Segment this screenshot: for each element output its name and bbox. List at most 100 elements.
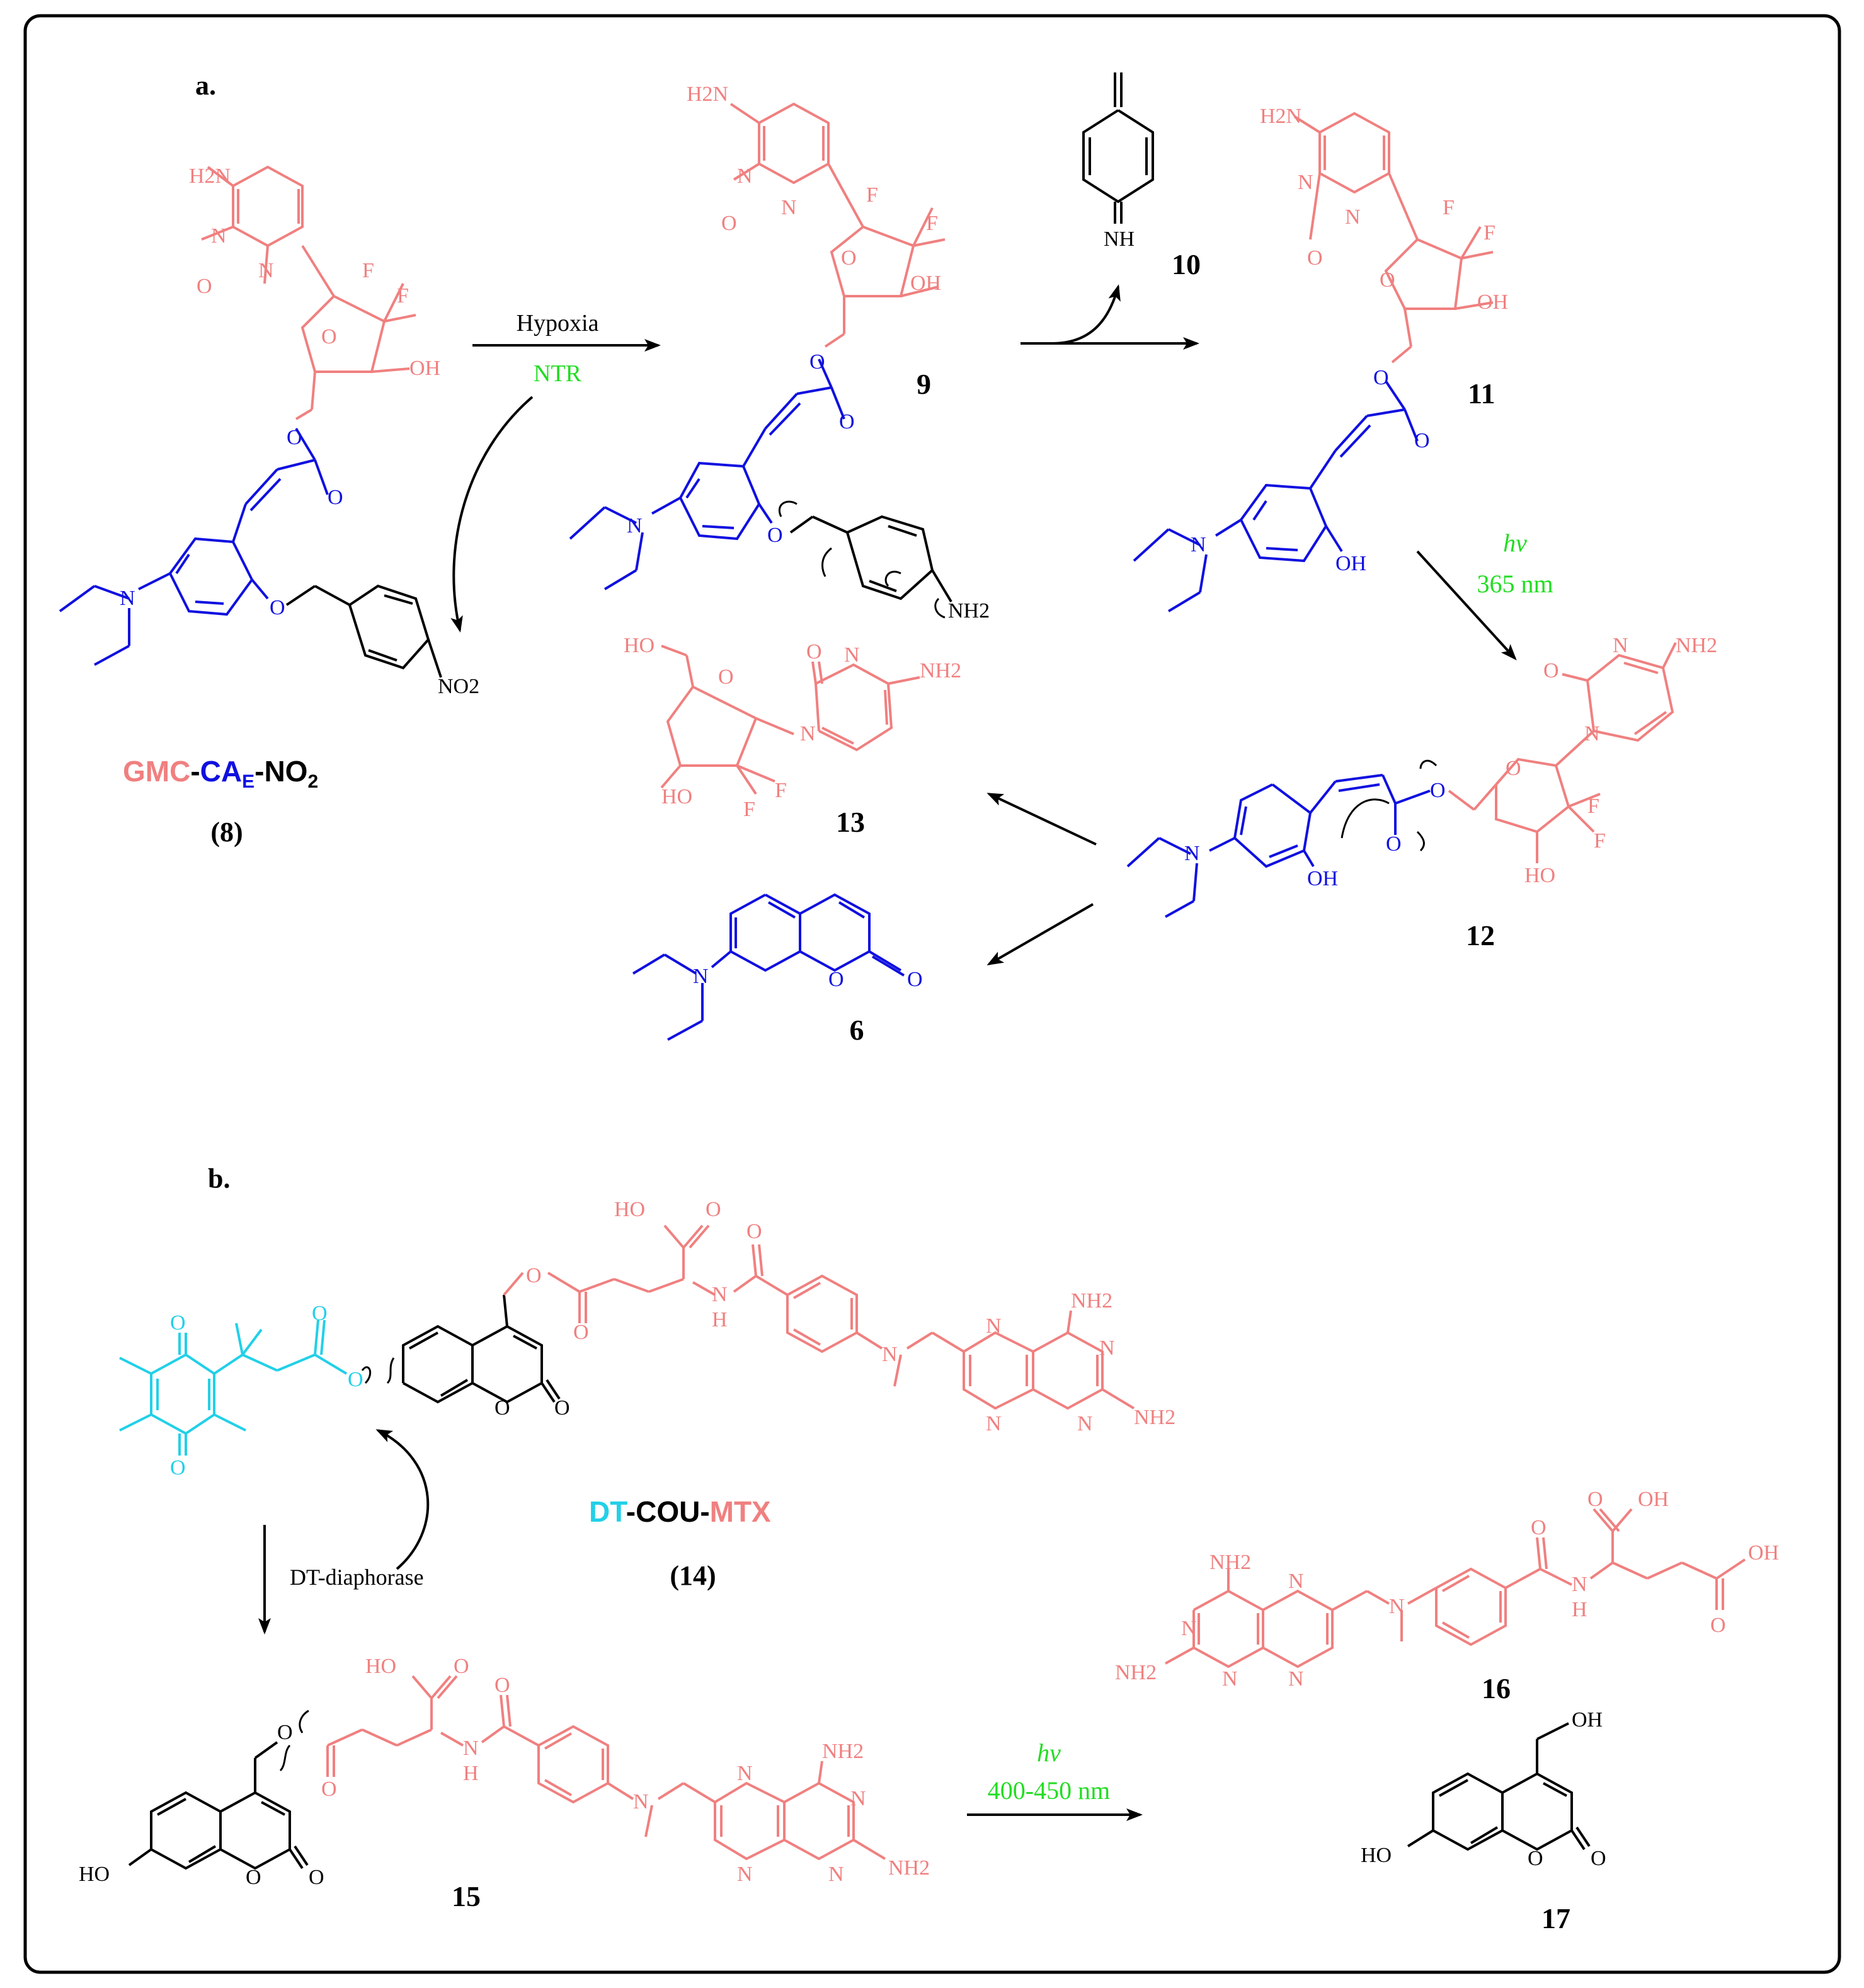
svg-text:N: N bbox=[1345, 205, 1361, 229]
svg-text:N: N bbox=[1191, 533, 1206, 556]
svg-text:O: O bbox=[1710, 1614, 1726, 1637]
svg-text:N: N bbox=[1389, 1595, 1405, 1618]
compound-14-structure bbox=[119, 1224, 1135, 1456]
svg-text:O: O bbox=[809, 350, 825, 374]
svg-text:H2N: H2N bbox=[189, 164, 231, 188]
svg-text:N: N bbox=[1298, 171, 1313, 194]
svg-text:NH2: NH2 bbox=[822, 1740, 864, 1763]
svg-text:HO: HO bbox=[624, 634, 655, 657]
svg-text:NH2: NH2 bbox=[1134, 1406, 1175, 1429]
svg-text:N: N bbox=[1613, 634, 1628, 657]
compound-12-number: 12 bbox=[1466, 919, 1495, 951]
svg-text:O: O bbox=[746, 1220, 762, 1243]
svg-text:HO: HO bbox=[1524, 864, 1555, 887]
compound-17-atom-labels: OH O O HO bbox=[1361, 1708, 1606, 1870]
dt-diaphorase-label: DT-diaphorase bbox=[290, 1565, 424, 1590]
svg-text:O: O bbox=[454, 1655, 469, 1678]
svg-text:O: O bbox=[1430, 779, 1446, 802]
svg-text:N: N bbox=[712, 1283, 728, 1306]
svg-text:N: N bbox=[120, 587, 135, 610]
compound-9-number: 9 bbox=[917, 368, 931, 400]
svg-text:N: N bbox=[737, 1863, 753, 1886]
svg-text:N: N bbox=[627, 514, 643, 537]
svg-text:O: O bbox=[841, 246, 857, 270]
svg-text:F: F bbox=[397, 284, 409, 307]
light-365-hv: hv bbox=[1503, 529, 1527, 557]
compound-8-atom-labels: H2N N O N F F O OH O O N O NO2 bbox=[120, 164, 479, 698]
svg-text:F: F bbox=[926, 212, 938, 235]
svg-text:F: F bbox=[743, 798, 755, 821]
compound-11-structure bbox=[1133, 112, 1494, 612]
svg-text:NH2: NH2 bbox=[948, 599, 990, 623]
light-365-wavelength: 365 nm bbox=[1477, 570, 1553, 598]
svg-text:O: O bbox=[907, 968, 923, 991]
svg-text:OH: OH bbox=[1477, 290, 1508, 314]
compound-16-number: 16 bbox=[1482, 1672, 1511, 1704]
svg-text:OH: OH bbox=[1307, 867, 1338, 890]
svg-text:O: O bbox=[554, 1396, 570, 1420]
light-365-arrow bbox=[1416, 550, 1517, 660]
compound-8-name: GMC-CAE-NO2 bbox=[123, 755, 318, 792]
svg-text:N: N bbox=[1184, 842, 1200, 865]
svg-text:HO: HO bbox=[661, 785, 692, 808]
compound-8-number: (8) bbox=[210, 817, 243, 847]
svg-text:O: O bbox=[321, 1778, 337, 1801]
svg-text:O: O bbox=[1528, 1847, 1543, 1870]
svg-text:O: O bbox=[170, 1456, 186, 1480]
svg-text:N: N bbox=[1572, 1573, 1587, 1596]
svg-text:OH: OH bbox=[1748, 1541, 1779, 1565]
svg-text:F: F bbox=[1443, 196, 1455, 219]
svg-text:HO: HO bbox=[1361, 1844, 1392, 1867]
ntr-label: NTR bbox=[534, 360, 582, 387]
svg-text:H: H bbox=[1572, 1598, 1587, 1621]
compound-15-atom-labels: O O O HO O HO O N H O N N N N N NH2 NH2 bbox=[79, 1655, 930, 1889]
svg-text:O: O bbox=[277, 1721, 293, 1744]
compound-15-number: 15 bbox=[452, 1880, 481, 1912]
compound-14-name: DT-COU-MTX bbox=[589, 1495, 771, 1528]
svg-text:H2N: H2N bbox=[1260, 105, 1301, 128]
compound-13-number: 13 bbox=[836, 806, 865, 838]
compound-14-number: (14) bbox=[670, 1560, 716, 1591]
compound-8-structure bbox=[59, 165, 442, 678]
svg-text:HO: HO bbox=[365, 1655, 396, 1678]
svg-text:O: O bbox=[270, 596, 285, 619]
svg-text:N: N bbox=[1288, 1570, 1304, 1593]
svg-text:OH: OH bbox=[409, 357, 440, 380]
svg-text:O: O bbox=[1543, 659, 1559, 682]
svg-text:O: O bbox=[1414, 429, 1430, 452]
svg-text:N: N bbox=[986, 1412, 1002, 1435]
scheme-frame bbox=[23, 14, 1841, 1974]
svg-text:NH2: NH2 bbox=[1209, 1551, 1251, 1574]
compound-6-number: 6 bbox=[850, 1014, 864, 1046]
compound-11-atom-labels: H2N N O N F F O OH O O N OH bbox=[1191, 105, 1508, 575]
svg-text:O: O bbox=[1587, 1488, 1603, 1511]
svg-text:O: O bbox=[806, 640, 822, 664]
svg-text:OH: OH bbox=[1638, 1488, 1669, 1511]
compound-15-structure bbox=[128, 1675, 886, 1870]
svg-text:N: N bbox=[1288, 1667, 1304, 1691]
compound-10-structure bbox=[1082, 72, 1154, 224]
svg-text:O: O bbox=[348, 1368, 363, 1391]
svg-text:N: N bbox=[1077, 1412, 1093, 1435]
svg-text:O: O bbox=[312, 1302, 328, 1325]
svg-text:O: O bbox=[287, 426, 302, 449]
dt-diaphorase-curved-arrow bbox=[375, 1429, 430, 1570]
svg-text:N: N bbox=[850, 1787, 866, 1810]
svg-text:F: F bbox=[866, 183, 878, 207]
svg-text:NH2: NH2 bbox=[1071, 1289, 1112, 1313]
hypoxia-label: Hypoxia bbox=[517, 310, 599, 336]
svg-text:O: O bbox=[309, 1866, 324, 1889]
compound-12-structure bbox=[1126, 642, 1677, 918]
svg-text:N: N bbox=[1099, 1336, 1115, 1360]
svg-text:OH: OH bbox=[1335, 552, 1366, 575]
compound-16-structure bbox=[1165, 1508, 1746, 1669]
compound-6-structure bbox=[632, 893, 905, 1041]
svg-text:O: O bbox=[706, 1198, 721, 1221]
svg-text:O: O bbox=[1386, 832, 1402, 856]
svg-text:N: N bbox=[633, 1790, 649, 1813]
release-curved-arrow bbox=[1051, 284, 1121, 345]
svg-text:O: O bbox=[828, 968, 844, 991]
svg-text:O: O bbox=[328, 486, 343, 509]
ntr-curved-arrow bbox=[450, 396, 534, 633]
release-13-arrow bbox=[986, 793, 1097, 846]
